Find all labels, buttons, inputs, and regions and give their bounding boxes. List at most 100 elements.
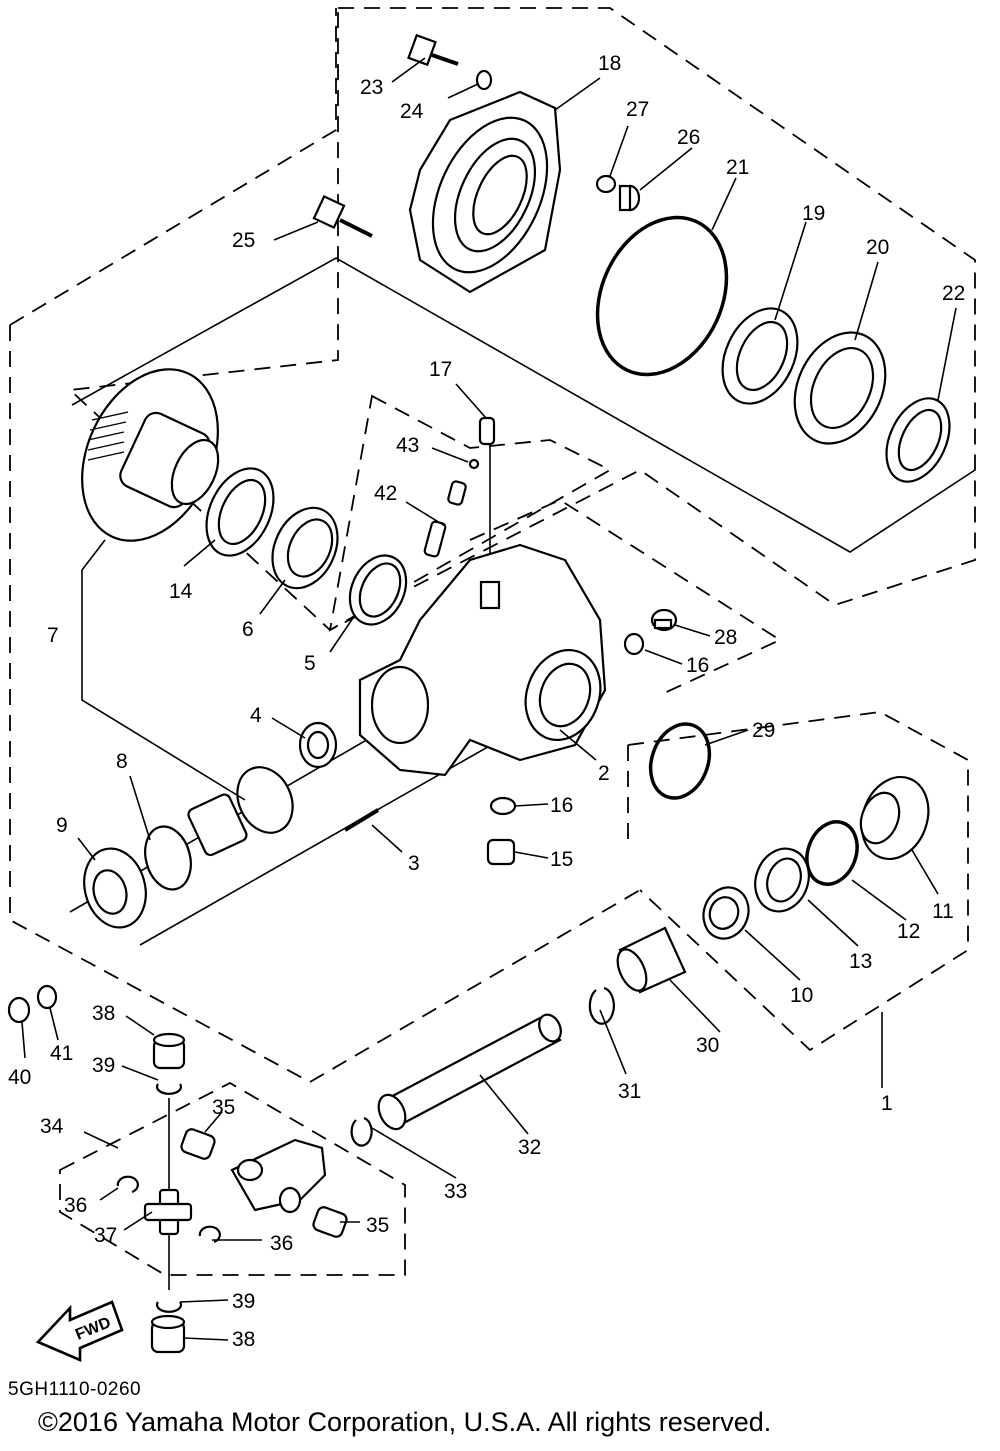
bearing-cover-18: [408, 90, 562, 294]
pin-42a: [447, 480, 467, 506]
needle-bearing-6: [271, 506, 339, 590]
bolt-26: [618, 184, 641, 212]
differential-case-2: [358, 543, 607, 777]
pin-42b: [423, 520, 447, 558]
label-14: 14: [169, 580, 193, 603]
label-11: 11: [932, 900, 954, 923]
drain-plug-15: [486, 838, 516, 866]
label-28: 28: [714, 626, 737, 649]
bearing-cap-35-lower: [312, 1206, 348, 1238]
fwd-arrow-icon: FWD: [35, 1300, 124, 1362]
label-7: 7: [47, 624, 59, 647]
label-26: 26: [677, 126, 700, 149]
label-23: 23: [360, 76, 383, 99]
circlip-33: [350, 1116, 373, 1147]
bolt-23: [407, 33, 459, 67]
bearing-10: [702, 886, 750, 940]
bearing-20: [793, 331, 887, 445]
o-ring-21: [595, 215, 729, 377]
label-36-left: 36: [64, 1194, 87, 1217]
label-24: 24: [400, 100, 424, 123]
label-16-lower: 16: [550, 794, 573, 817]
spider-37: [143, 1098, 193, 1290]
label-13: 13: [849, 950, 872, 973]
label-30: 30: [696, 1034, 719, 1057]
label-20: 20: [866, 236, 889, 259]
label-39-upper: 39: [92, 1054, 115, 1077]
label-2: 2: [598, 762, 610, 785]
label-36-right: 36: [270, 1232, 293, 1255]
ring-nut-11: [859, 775, 930, 861]
label-35-upper: 35: [212, 1096, 235, 1119]
washer-16-upper: [623, 632, 645, 656]
label-32: 32: [518, 1136, 541, 1159]
label-42: 42: [374, 482, 397, 505]
label-37: 37: [94, 1224, 117, 1247]
label-40: 40: [8, 1066, 31, 1089]
label-27: 27: [626, 98, 649, 121]
washer-41: [36, 984, 58, 1010]
label-18: 18: [598, 52, 621, 75]
washer-24: [475, 69, 493, 91]
bearing-cap-35-upper: [180, 1128, 216, 1160]
bearing-4: [298, 721, 338, 769]
ring-gear-7: [81, 368, 220, 542]
label-5: 5: [304, 652, 316, 675]
drive-shaft-32: [377, 1013, 562, 1131]
circlip-39-lower: [155, 1301, 183, 1313]
bolt-25: [312, 195, 373, 238]
circlip-39-upper: [155, 1083, 183, 1095]
label-9: 9: [56, 814, 68, 837]
plug-28: [650, 608, 678, 632]
label-25: 25: [232, 229, 255, 252]
label-6: 6: [242, 618, 254, 641]
drawing-code: 5GH1110-0260: [8, 1379, 142, 1400]
label-8: 8: [116, 750, 128, 773]
label-4: 4: [250, 704, 262, 727]
label-1: 1: [881, 1092, 893, 1115]
label-35-lower: 35: [366, 1214, 389, 1237]
label-34: 34: [40, 1115, 64, 1138]
o-ring-12: [805, 820, 859, 886]
washer-27: [595, 174, 617, 194]
shim-8: [144, 825, 192, 891]
circlip-36-left: [116, 1175, 139, 1194]
oil-seal-22: [885, 397, 951, 483]
oil-seal-19: [721, 307, 799, 405]
label-38-upper: 38: [92, 1002, 115, 1025]
label-12: 12: [897, 920, 920, 943]
label-21: 21: [726, 156, 749, 179]
bearing-9: [83, 847, 147, 929]
label-10: 10: [790, 984, 813, 1007]
bearing-30: [616, 926, 687, 994]
nut-40: [7, 996, 31, 1024]
bearing-38-upper: [152, 1032, 186, 1070]
part-labels: 1 2 3 4 5 6 7 8 9 10 11 12 13 14 15 16 1…: [8, 52, 965, 1351]
circlip-36-right: [198, 1225, 221, 1244]
pinion-gear-7: [187, 766, 294, 857]
o-ring-29: [648, 722, 712, 800]
label-33: 33: [444, 1180, 467, 1203]
parts: FWD: [7, 33, 951, 1362]
oil-seal-13: [754, 847, 810, 913]
label-39-lower: 39: [232, 1290, 255, 1313]
label-16-upper: 16: [686, 654, 709, 677]
shim-14: [205, 467, 275, 557]
copyright-notice: ©2016 Yamaha Motor Corporation, U.S.A. A…: [38, 1407, 772, 1437]
label-29: 29: [752, 719, 775, 742]
label-41: 41: [50, 1042, 73, 1065]
leader-lines: [21, 57, 957, 1341]
label-15: 15: [550, 848, 573, 871]
stud-bolt-3: [343, 808, 380, 832]
washer-16-lower: [489, 796, 517, 816]
label-22: 22: [942, 282, 965, 305]
bearing-38-lower: [150, 1314, 186, 1354]
label-43: 43: [396, 434, 419, 457]
clip-43: [468, 458, 480, 470]
universal-joint-yoke-34: [230, 1138, 327, 1214]
label-31: 31: [618, 1080, 641, 1103]
label-38-lower: 38: [232, 1328, 255, 1351]
label-19: 19: [802, 202, 825, 225]
label-17: 17: [429, 358, 452, 381]
